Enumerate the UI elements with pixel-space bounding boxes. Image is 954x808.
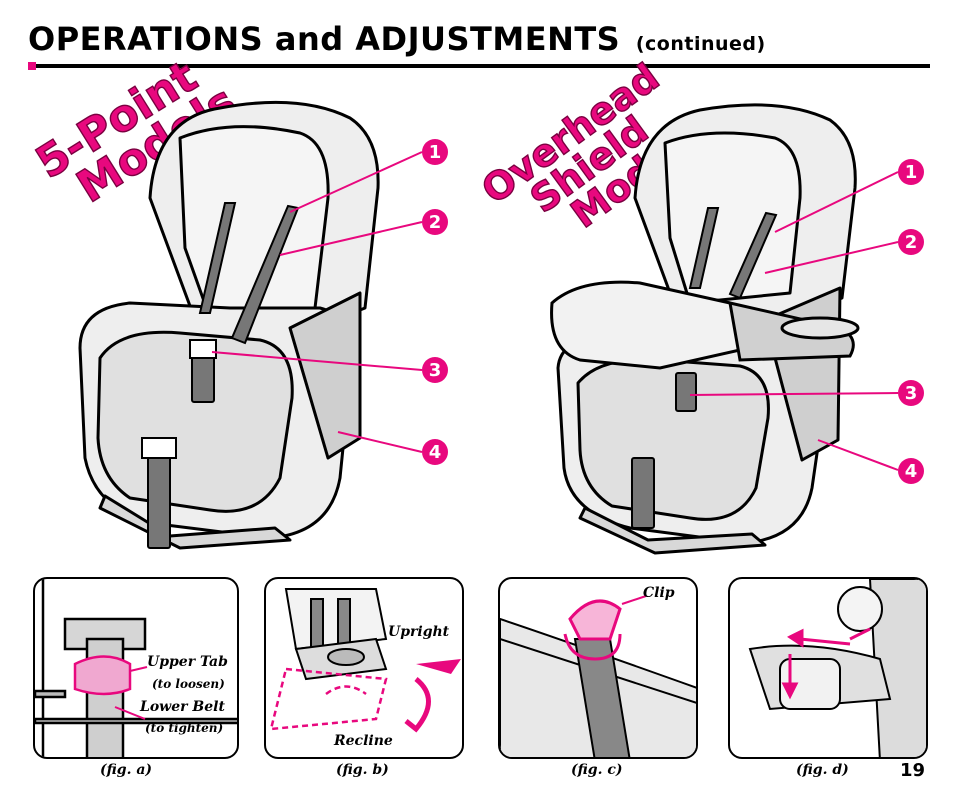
fig-c-illustration bbox=[500, 595, 696, 757]
header-rule-accent bbox=[28, 62, 36, 70]
label-clip: Clip bbox=[643, 585, 675, 601]
fig-b-caption: (fig. b) bbox=[336, 762, 389, 778]
fig-a-panel bbox=[33, 577, 239, 759]
label-upper-tab: Upper Tab bbox=[147, 654, 228, 670]
callout-3-left: 3 bbox=[422, 357, 448, 383]
fig-a-caption: (fig. a) bbox=[100, 762, 153, 778]
callout-2-left: 2 bbox=[422, 209, 448, 235]
fig-b-panel bbox=[264, 577, 464, 759]
fig-c-caption: (fig. c) bbox=[571, 762, 623, 778]
fig-b-illustration bbox=[269, 588, 461, 733]
left-callout-lines bbox=[211, 151, 423, 453]
callout-1-right: 1 bbox=[898, 159, 924, 185]
label-upright: Upright bbox=[388, 624, 450, 640]
callout-1-left: 1 bbox=[422, 139, 448, 165]
fig-c-panel bbox=[498, 577, 698, 759]
callout-3-right: 3 bbox=[898, 380, 924, 406]
callout-4-right: 4 bbox=[898, 458, 924, 484]
header-rule bbox=[28, 64, 930, 68]
label-lower-belt: Lower Belt bbox=[140, 699, 225, 715]
right-callout-lines bbox=[689, 171, 899, 471]
label-to-loosen: (to loosen) bbox=[152, 677, 225, 691]
car-seat-5-point-illustration bbox=[78, 100, 380, 550]
callout-2-right: 2 bbox=[898, 229, 924, 255]
fig-d-illustration bbox=[748, 579, 926, 757]
fig-a-illustration bbox=[35, 579, 237, 757]
callout-4-left: 4 bbox=[422, 439, 448, 465]
label-to-tighten: (to tighten) bbox=[145, 721, 224, 735]
fig-d-panel bbox=[728, 577, 928, 759]
page-number: 19 bbox=[900, 760, 926, 781]
fig-d-caption: (fig. d) bbox=[796, 762, 849, 778]
page-title-continued: (continued) bbox=[635, 33, 766, 55]
page-title: OPERATIONS and ADJUSTMENTS (continued) bbox=[28, 20, 766, 58]
label-recline: Recline bbox=[334, 733, 393, 749]
car-seat-overhead-shield-illustration bbox=[550, 103, 860, 555]
page-title-main: OPERATIONS and ADJUSTMENTS bbox=[28, 20, 621, 58]
